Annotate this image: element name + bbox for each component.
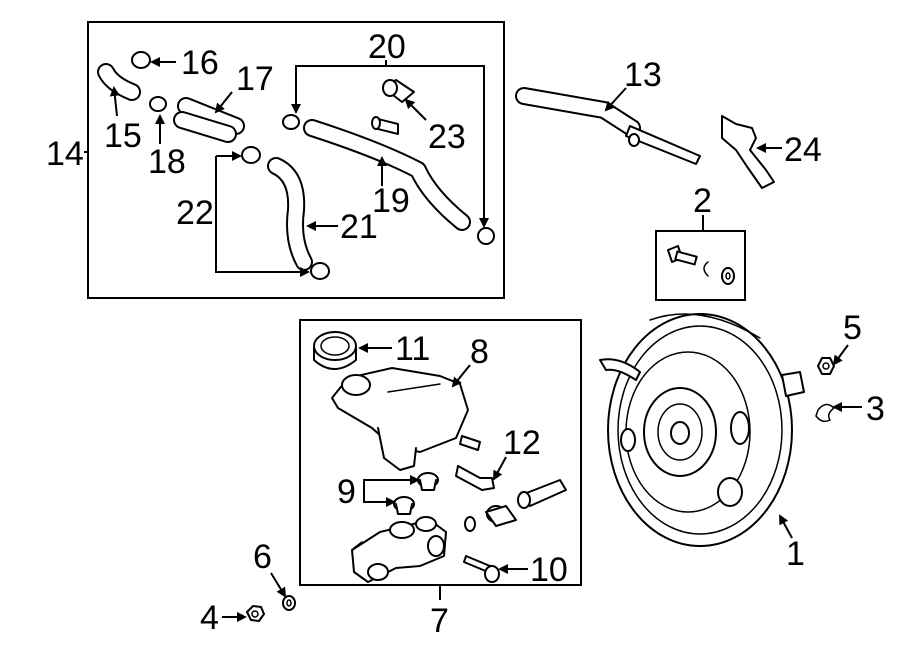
callout-4: 4 [200,599,219,637]
mounting-bracket [721,115,775,189]
callout-8: 8 [470,333,489,371]
hose-clamp-20b [477,227,495,245]
seal-chain [464,479,567,532]
callout-23: 23 [428,118,466,156]
callout-24: 24 [784,131,822,169]
hose-clamp-small [149,96,167,112]
retaining-clip [815,403,836,423]
connector-parts [667,245,735,285]
callout-20: 20 [368,28,406,66]
callout-7: 7 [430,602,449,640]
leader-lines [84,57,862,622]
grommets [393,472,439,515]
callout-14: 14 [46,135,84,173]
hose-clamp-top [131,51,151,69]
callout-22: 22 [176,194,214,232]
hose-clamp-20a [282,114,300,130]
hose-connector [371,79,415,135]
hose-kit-box [87,21,505,299]
callout-21: 21 [340,208,378,246]
callout-3: 3 [866,390,885,428]
connector-kit-box [655,230,746,301]
brake-fluid-reservoir [331,367,481,471]
callout-1: 1 [786,535,805,573]
callout-5: 5 [843,309,862,347]
callout-11: 11 [395,330,430,368]
vacuum-hose-short [267,157,313,271]
mounting-bolt [463,555,500,583]
callout-13: 13 [624,56,662,94]
hose-clamp-22b [310,262,330,280]
callout-9: 9 [337,473,356,511]
reservoir-cap [313,331,357,370]
callout-10: 10 [530,551,568,589]
brake-booster [599,313,805,547]
callout-16: 16 [181,44,219,82]
callout-6: 6 [253,538,272,576]
callout-17: 17 [236,60,274,98]
master-cylinder [351,516,447,583]
callout-numbers: 1 2 3 4 5 6 7 8 9 10 11 12 13 14 15 16 1… [46,28,885,640]
callout-12: 12 [503,424,541,462]
short-hose [97,63,141,101]
washer [282,595,296,611]
callout-18: 18 [148,143,186,181]
vacuum-hose-long [303,119,471,231]
check-valve [173,97,245,143]
fluid-level-sensor [455,465,495,491]
callout-15: 15 [104,117,142,155]
nut [246,605,265,622]
callout-19: 19 [372,182,410,220]
vacuum-line [515,87,701,165]
master-cylinder-box [299,319,582,586]
callout-2: 2 [693,182,712,220]
hose-clamp-22a [241,146,261,164]
booster-nut [817,357,835,375]
